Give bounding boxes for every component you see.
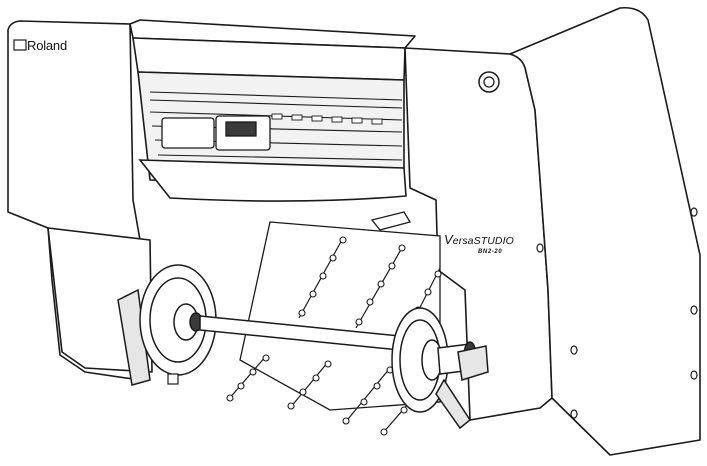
side-screws (536, 207, 698, 419)
power-button-icon (478, 71, 500, 93)
print-carriage (161, 115, 271, 151)
right-roll-holder (391, 307, 489, 430)
top-cover (129, 19, 416, 49)
model-name-rest: ersaSTUDIO (452, 235, 514, 247)
brand-logo: Roland (27, 38, 67, 53)
left-foot (167, 373, 179, 385)
model-sub-name: BN2-20 (478, 249, 503, 255)
roland-logo-icon (13, 39, 27, 51)
model-name: VersaSTUDIO (444, 232, 514, 247)
right-outer-panel (509, 6, 701, 456)
media-latch (370, 211, 412, 231)
front-apron (138, 159, 407, 202)
model-lead-letter: V (444, 232, 453, 247)
left-roll-holder (117, 264, 217, 386)
